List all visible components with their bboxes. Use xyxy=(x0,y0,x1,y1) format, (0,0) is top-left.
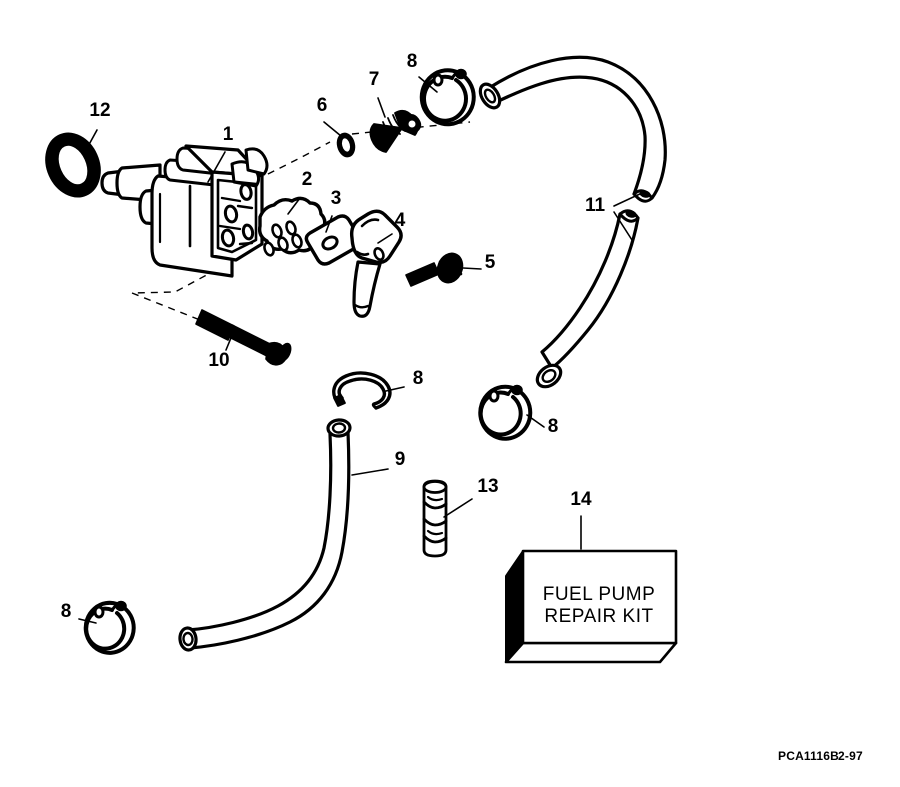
callout-9: 9 xyxy=(395,449,406,470)
fuel-pump-repair-kit: FUEL PUMP REPAIR KIT xyxy=(504,549,678,664)
callout-leader-11 xyxy=(613,192,643,241)
callout-8-right: 8 xyxy=(548,416,559,437)
callout-6: 6 xyxy=(317,95,328,116)
screw-short xyxy=(405,252,464,287)
callout-leader-12 xyxy=(85,129,98,151)
screw-long xyxy=(195,309,292,366)
footer-date: 2-97 xyxy=(838,749,863,763)
callout-leader-8c xyxy=(526,414,545,428)
callout-2: 2 xyxy=(302,169,313,190)
callout-leader-5 xyxy=(462,267,482,270)
o-ring-small xyxy=(336,132,356,158)
fuel-pump-body xyxy=(100,144,269,278)
ribbed-sleeve xyxy=(422,479,448,558)
callout-5: 5 xyxy=(485,252,496,273)
hose-clamp-bottom xyxy=(83,600,136,655)
callout-8-bottom: 8 xyxy=(61,601,72,622)
check-valve-fitting xyxy=(369,109,422,153)
footer: PCA1116B 2-97 xyxy=(778,749,863,763)
callout-10: 10 xyxy=(208,350,229,371)
repair-kit-line2: REPAIR KIT xyxy=(544,606,653,627)
callout-leader-4 xyxy=(377,233,393,244)
callout-leader-8b xyxy=(385,386,405,392)
callout-12: 12 xyxy=(89,100,110,121)
callout-leader-8a xyxy=(418,76,438,93)
pump-cover xyxy=(349,209,403,318)
callout-leader-1 xyxy=(207,151,226,183)
callout-leader-7 xyxy=(377,97,386,118)
hose-clamp-mid xyxy=(332,371,392,410)
callout-8-top: 8 xyxy=(407,51,418,72)
callout-1: 1 xyxy=(223,124,234,145)
callout-13: 13 xyxy=(477,476,498,497)
callout-leader-8d xyxy=(78,618,97,624)
callout-11: 11 xyxy=(585,195,606,216)
callout-leader-9 xyxy=(351,468,389,476)
callout-leader-13 xyxy=(443,498,473,518)
callout-leader-6 xyxy=(323,121,342,137)
fuel-hose-upper xyxy=(478,55,667,389)
repair-kit-line1: FUEL PUMP xyxy=(543,584,656,605)
callout-14: 14 xyxy=(570,489,592,510)
callout-leader-2 xyxy=(287,197,301,215)
hose-clamp-top xyxy=(419,68,476,127)
hose-clamp-right xyxy=(478,384,533,441)
o-ring-large xyxy=(45,132,101,198)
footer-drawing-code: PCA1116B xyxy=(778,749,839,763)
callout-numbers: 1 2 3 4 5 6 7 8 8 8 8 9 10 11 12 13 14 xyxy=(61,51,606,622)
callout-7: 7 xyxy=(369,69,380,90)
callout-leader-3 xyxy=(325,215,333,233)
callout-4: 4 xyxy=(395,210,406,231)
callout-leader-10 xyxy=(225,332,234,351)
fuel-hose-lower xyxy=(178,418,352,652)
callout-8-mid: 8 xyxy=(413,368,424,389)
callout-3: 3 xyxy=(331,188,342,209)
